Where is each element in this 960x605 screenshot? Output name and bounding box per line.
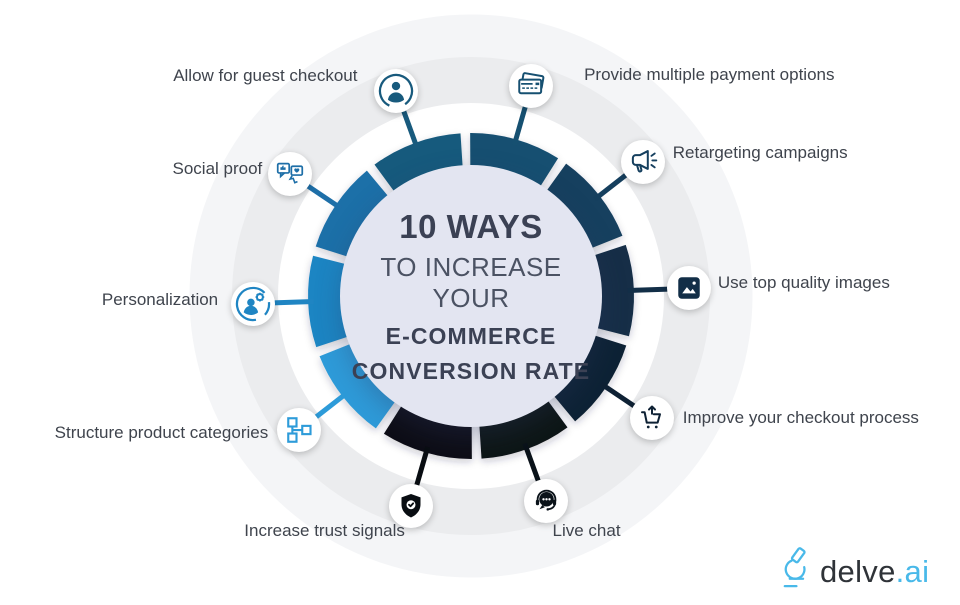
title-line-2: TO INCREASE YOUR [380, 251, 562, 313]
chat-headset-badge [523, 478, 568, 523]
outer-halo-ring [189, 14, 753, 578]
logo-wordmark: delve.ai [820, 554, 929, 590]
image-badge [666, 266, 711, 311]
guest-user-icon [378, 73, 414, 109]
sitemap-badge [277, 408, 322, 453]
item-label-social-review: Social proof [172, 159, 263, 179]
sitemap-icon [284, 415, 314, 445]
shield-check-badge [388, 483, 433, 528]
item-label-image: Use top quality images [717, 273, 890, 293]
payment-cards-icon [515, 70, 547, 102]
item-label-guest-user: Allow for guest checkout [173, 66, 358, 86]
title-line-1: 10 WAYS [399, 207, 543, 245]
title-line-3: E-COMMERCE [385, 322, 557, 349]
guest-user-badge [374, 69, 419, 114]
spoke-sitemap [313, 390, 349, 420]
wheel-segment-sitemap [319, 335, 408, 429]
spoke-megaphone [593, 172, 629, 202]
social-review-badge [268, 152, 313, 197]
logo-word: delve [820, 553, 896, 589]
chat-headset-icon [531, 486, 561, 516]
user-gear-icon [235, 286, 271, 322]
spoke-image [627, 286, 669, 294]
wheel-segment-cart-up [539, 328, 627, 422]
logo-suffix: .ai [895, 553, 930, 589]
item-label-sitemap: Structure product categories [54, 423, 269, 443]
megaphone-icon [627, 146, 659, 178]
payment-cards-badge [509, 64, 554, 109]
delve-ai-logo: delve.ai [778, 547, 929, 596]
spoke-cart-up [599, 381, 637, 409]
wheel-segment-social-review [315, 170, 403, 264]
title-line-4: CONVERSION RATE [351, 357, 591, 384]
cart-up-icon [637, 403, 667, 433]
image-icon [675, 274, 703, 302]
spoke-user-gear [273, 298, 315, 306]
spoke-chat-headset [522, 442, 542, 483]
item-label-payment-cards: Provide multiple payment options [584, 65, 835, 85]
wheel-segment-megaphone [534, 163, 623, 257]
item-label-cart-up: Improve your checkout process [682, 407, 919, 427]
user-gear-badge [231, 281, 276, 326]
social-review-icon [274, 158, 306, 190]
item-label-shield-check: Increase trust signals [244, 520, 405, 540]
spoke-guest-user [400, 109, 420, 150]
shield-check-icon [396, 491, 426, 521]
item-label-user-gear: Personalization [101, 289, 219, 309]
center-title-circle: 10 WAYS TO INCREASE YOUR E-COMMERCE CONV… [340, 165, 602, 427]
spoke-shield-check [414, 446, 431, 488]
microscope-icon [778, 547, 812, 596]
megaphone-badge [620, 139, 665, 184]
spoke-social-review [305, 183, 343, 211]
spoke-payment-cards [511, 104, 528, 146]
item-label-chat-headset: Live chat [552, 520, 621, 540]
cart-up-badge [629, 395, 674, 440]
item-label-megaphone: Retargeting campaigns [672, 142, 848, 162]
